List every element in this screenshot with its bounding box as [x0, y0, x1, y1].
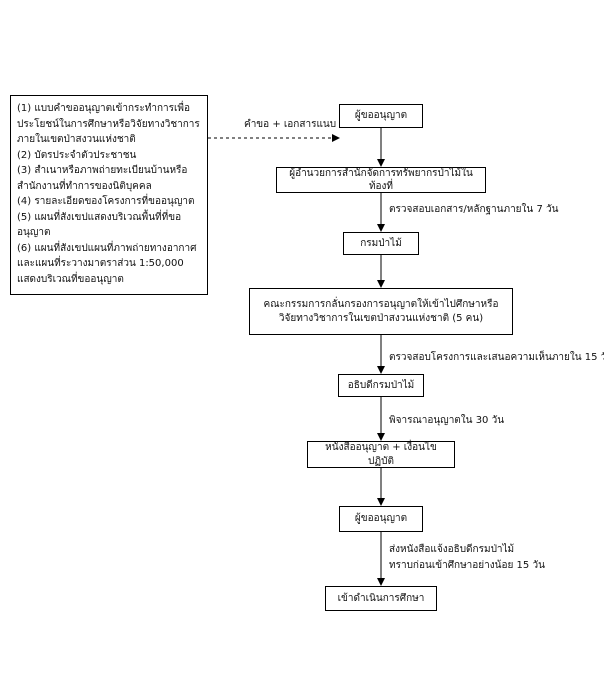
requirement-item: (2) บัตรประจำตัวประชาชน — [17, 149, 137, 161]
requirements-box: (1) แบบคำขออนุญาตเข้ากระทำการเพื่อประโยช… — [10, 95, 208, 295]
step-director-general: อธิบดีกรมป่าไม้ — [338, 374, 424, 397]
note-review-project: ตรวจสอบโครงการและเสนอความเห็นภายใน 15 วั… — [389, 352, 604, 363]
note-notice-period: ทราบก่อนเข้าศึกษาอย่างน้อย 15 วัน — [389, 560, 545, 571]
step-applicant: ผู้ขออนุญาต — [339, 104, 423, 128]
requirement-item: (5) แผนที่สังเขปแสดงบริเวณพื้นที่ที่ขออน… — [17, 211, 182, 239]
requirement-item: (1) แบบคำขออนุญาตเข้ากระทำการเพื่อประโยช… — [17, 103, 200, 145]
dashed-arrow-label: คำขอ + เอกสารแนบ — [244, 119, 337, 130]
note-check-documents: ตรวจสอบเอกสาร/หลักฐานภายใน 7 วัน — [389, 204, 559, 215]
step-start-study: เข้าดำเนินการศึกษา — [325, 586, 437, 611]
step-forest-department: กรมป่าไม้ — [343, 232, 419, 255]
step-forest-director: ผู้อำนวยการสำนักจัดการทรัพยากรป่าไม้ในท้… — [276, 167, 486, 193]
step-committee: คณะกรรมการกลั่นกรองการอนุญาตให้เข้าไปศึก… — [249, 288, 513, 335]
requirement-item: (3) สำเนาหรือภาพถ่ายทะเบียนบ้านหรือสำนัก… — [17, 165, 188, 192]
note-consider-permit: พิจารณาอนุญาตใน 30 วัน — [389, 415, 505, 426]
requirement-item: (6) แผนที่สังเขปแผนที่ภาพถ่ายทางอากาศและ… — [17, 242, 197, 285]
note-notify-director: ส่งหนังสือแจ้งอธิบดีกรมป่าไม้ — [389, 544, 515, 555]
step-permit-letter: หนังสืออนุญาต + เงื่อนไขปฏิบัติ — [307, 441, 455, 468]
requirement-item: (4) รายละเอียดของโครงการที่ขออนุญาต — [17, 196, 195, 207]
step-applicant-2: ผู้ขออนุญาต — [339, 506, 423, 532]
